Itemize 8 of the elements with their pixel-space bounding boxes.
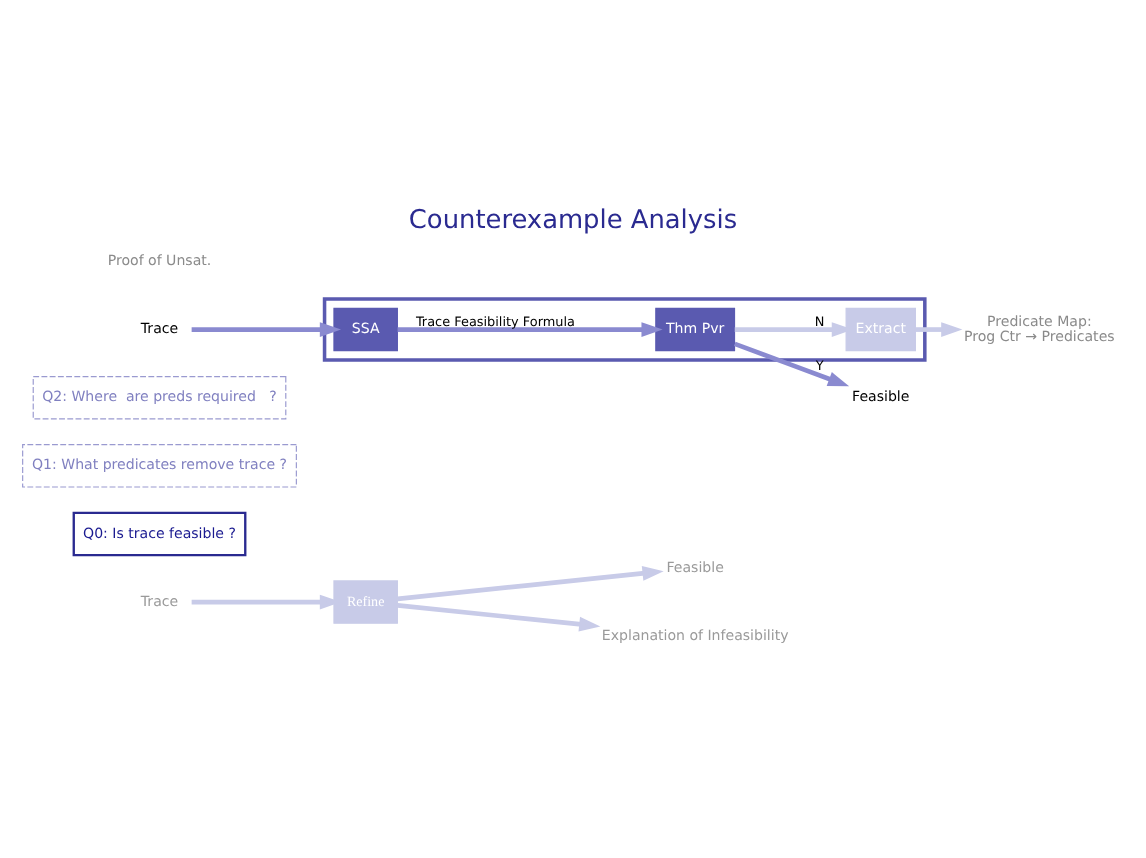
- arrow: [191, 321, 342, 336]
- arrow: [397, 565, 664, 601]
- arrow: [733, 340, 850, 386]
- arrow: [915, 321, 963, 336]
- cluster: [322, 296, 927, 361]
- arrow: [397, 601, 601, 631]
- arrow: [397, 321, 663, 336]
- diagram-title: Counterexample Analysis: [408, 205, 738, 236]
